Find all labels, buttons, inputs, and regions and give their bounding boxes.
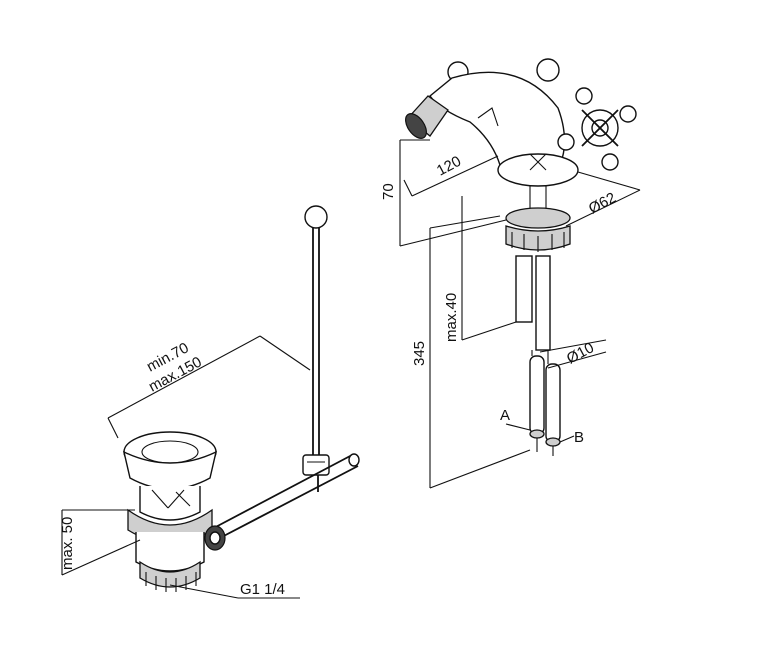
- dimension-line-min-max: [107, 335, 261, 419]
- hose-b: [545, 363, 561, 443]
- dim-10-label: Ø10: [564, 339, 597, 367]
- thread-label: G1 1/4: [240, 581, 285, 598]
- leader-thread: [169, 584, 239, 599]
- dim-line-120: [411, 155, 499, 197]
- handle-knob-top: [536, 58, 560, 82]
- dim-120-label: 120: [434, 153, 464, 180]
- dim-line-10: [539, 339, 607, 353]
- dim-345-label: 345: [411, 341, 428, 366]
- dim-line-62: [565, 189, 641, 227]
- mixer-base: [497, 153, 579, 187]
- dim-62-label: Ø62: [586, 189, 619, 217]
- mixer-body: [429, 71, 566, 166]
- dim-height-label: max. 50: [59, 517, 76, 570]
- mounting-nut: [505, 207, 571, 229]
- cross-handle: [557, 87, 637, 171]
- hose-a-label: A: [500, 407, 510, 424]
- lift-rod-knob: [304, 205, 328, 229]
- rod-clamp: [302, 454, 330, 476]
- dim-max40-label: max.40: [443, 293, 460, 342]
- bidet-mixer-assembly: 120 70 Ø62 max.40 345 Ø10 A B: [380, 58, 641, 489]
- popup-waste-assembly: min.70 max.150 max. 50 G1 1/4: [59, 205, 360, 599]
- drain-thread: [139, 560, 201, 588]
- dim-70-label: 70: [380, 183, 397, 200]
- threaded-shank: [515, 255, 533, 323]
- hose-a: [529, 355, 545, 435]
- hose-b-label: B: [574, 429, 584, 446]
